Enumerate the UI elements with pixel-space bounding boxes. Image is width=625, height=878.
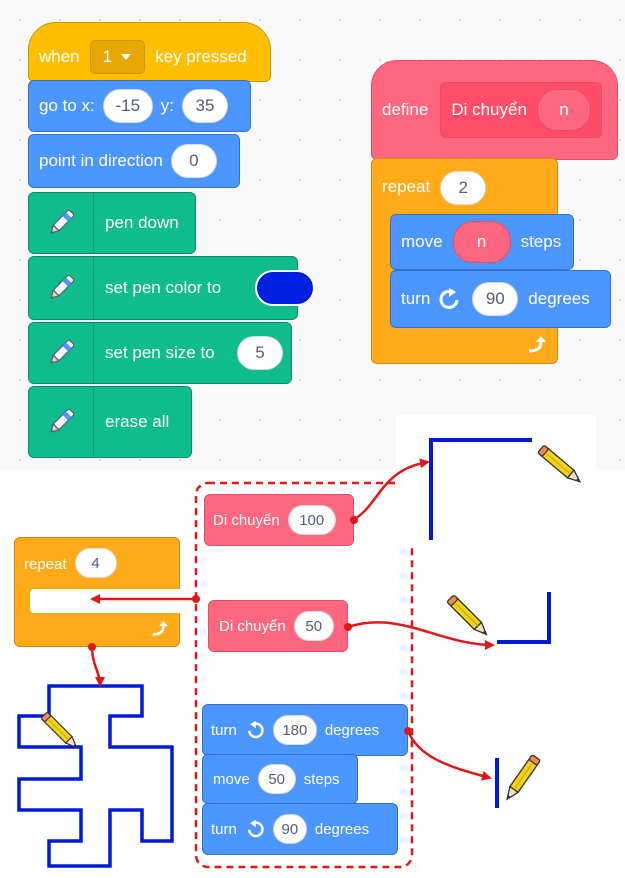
drawn-path-100	[429, 438, 532, 540]
turn-degrees-input[interactable]: 90	[472, 282, 519, 316]
call-value-input[interactable]: 50	[293, 611, 334, 641]
set-pen-color-block[interactable]: set pen color to	[28, 256, 315, 320]
turn-left-180-block[interactable]: turn 180 degrees	[202, 704, 408, 756]
when-label: when	[39, 47, 80, 66]
point-in-direction-label: point in direction	[39, 151, 163, 170]
call-name: Di chuyển	[219, 617, 286, 635]
turn-label: turn	[401, 289, 431, 308]
repeat-count-input[interactable]: 2	[440, 171, 487, 205]
pen-extension-icon	[29, 257, 94, 319]
dashed-selection-box	[194, 481, 414, 869]
set-pen-size-block[interactable]: set pen size to 5	[28, 322, 292, 384]
rotate-left-icon	[247, 819, 264, 838]
repeat-count-input[interactable]: 4	[74, 548, 117, 578]
arrow-to-drawing-50	[347, 621, 495, 650]
move-label: move	[213, 770, 250, 788]
degrees-label: degrees	[324, 721, 380, 739]
move-steps-input[interactable]: 50	[257, 764, 296, 794]
pencil-icon	[502, 754, 542, 803]
move-n-steps-block[interactable]: move n steps	[390, 214, 574, 270]
y-input[interactable]: 35	[182, 89, 228, 123]
define-label: define	[382, 100, 429, 119]
y-label: y:	[160, 96, 174, 115]
move-50-steps-block[interactable]: move 50 steps	[202, 754, 358, 804]
pen-down-block[interactable]: pen down	[28, 192, 196, 254]
degrees-label: degrees	[314, 820, 370, 838]
turn-right-block[interactable]: turn 90 degrees	[390, 270, 611, 328]
turn-label: turn	[211, 721, 237, 739]
procedure-name: Di chuyển	[451, 100, 527, 119]
rotate-left-icon	[247, 720, 264, 739]
move-label: move	[401, 232, 443, 251]
set-pen-color-label: set pen color to	[105, 278, 222, 297]
steps-label: steps	[303, 770, 340, 788]
repeat-label: repeat	[24, 556, 67, 573]
turn-degrees-input[interactable]: 90	[272, 814, 307, 844]
drawn-path-cross	[17, 684, 174, 868]
go-to-xy-block[interactable]: go to x: -15 y: 35	[28, 80, 251, 132]
drawing-panel-cross	[6, 676, 180, 866]
pen-extension-icon	[29, 323, 94, 383]
di-chuyen-100-block[interactable]: Di chuyển 100	[204, 494, 354, 546]
repeat-4-empty-slot	[30, 589, 190, 613]
degrees-label: degrees	[528, 289, 590, 308]
key-dropdown[interactable]: 1	[89, 40, 146, 74]
drawing-panel-100	[396, 415, 596, 545]
arrow-to-drawing-line	[406, 730, 492, 781]
go-to-label: go to x:	[39, 96, 95, 115]
erase-all-block[interactable]: erase all	[28, 386, 192, 458]
arrow-to-drawing-100	[352, 458, 430, 522]
pen-down-label: pen down	[105, 213, 179, 232]
procedure-prototype: Di chuyển n	[440, 82, 602, 138]
key-value: 1	[102, 47, 113, 66]
erase-all-label: erase all	[105, 412, 170, 431]
pen-extension-icon	[29, 387, 94, 457]
pen-extension-icon	[29, 193, 94, 253]
pencil-icon	[446, 594, 491, 639]
call-value-input[interactable]: 100	[287, 505, 336, 535]
pen-color-swatch[interactable]	[255, 270, 315, 306]
turn-left-90-block[interactable]: turn 90 degrees	[202, 803, 398, 855]
arrow-to-cross	[90, 646, 105, 687]
point-in-direction-block[interactable]: point in direction 0	[28, 134, 240, 188]
rotate-right-icon	[439, 288, 459, 309]
direction-input[interactable]: 0	[170, 144, 217, 178]
di-chuyen-50-block[interactable]: Di chuyển 50	[208, 600, 348, 652]
parameter-n[interactable]: n	[536, 89, 591, 131]
move-param-n[interactable]: n	[452, 221, 511, 263]
set-pen-size-label: set pen size to	[105, 343, 215, 362]
dropdown-arrow-icon	[121, 54, 132, 60]
loop-arrow-icon	[152, 620, 168, 636]
loop-arrow-icon	[528, 336, 546, 353]
x-input[interactable]: -15	[102, 89, 153, 123]
key-pressed-label: key pressed	[155, 47, 247, 66]
pen-size-input[interactable]: 5	[237, 336, 283, 370]
drawn-path-50	[497, 592, 551, 644]
define-block[interactable]: define Di chuyển n	[371, 60, 618, 160]
turn-degrees-input[interactable]: 180	[272, 715, 317, 745]
steps-label: steps	[520, 232, 562, 251]
turn-label: turn	[211, 820, 237, 838]
repeat-label: repeat	[382, 177, 431, 196]
call-name: Di chuyển	[213, 511, 280, 529]
when-key-pressed-block[interactable]: when 1 key pressed	[28, 22, 271, 82]
